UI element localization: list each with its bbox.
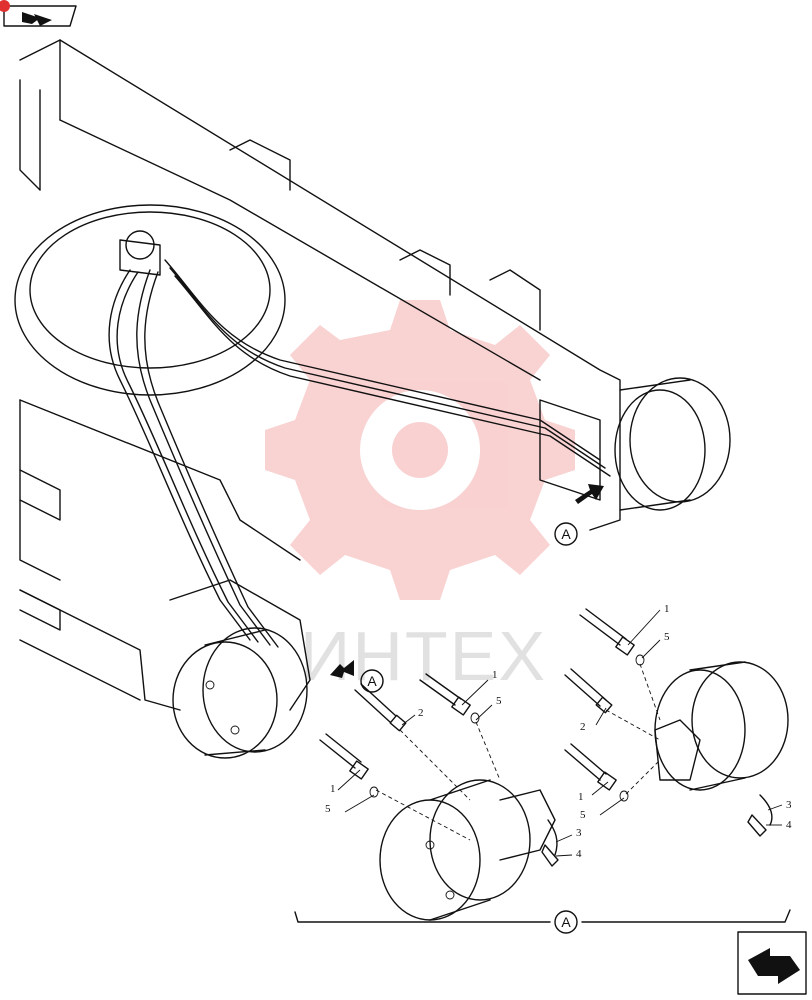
- callout-a-upper: A: [554, 522, 578, 546]
- right-final-drive: [539, 377, 731, 511]
- return-arrow-icon: [748, 948, 800, 984]
- part-number-1: 1: [330, 783, 336, 795]
- view-arrow: [330, 484, 604, 678]
- part-number-5d: 5: [580, 809, 586, 821]
- svg-text:A: A: [561, 526, 571, 542]
- part-number-2: 2: [418, 707, 424, 719]
- part-number-2b: 2: [580, 721, 586, 733]
- detail-final-drive-upper: [654, 661, 789, 791]
- swing-bearing: [14, 204, 286, 396]
- hose-fittings-lower: [319, 673, 559, 867]
- left-final-drive: [172, 627, 308, 759]
- prev-page-button[interactable]: [0, 0, 77, 27]
- part-callouts: 1 5 2 1 5 3 4 1 5 2 1 5 3 4: [325, 603, 792, 860]
- part-number-5c: 5: [664, 631, 670, 643]
- hose-fittings-upper: [564, 608, 773, 837]
- svg-text:A: A: [367, 673, 377, 689]
- frame-outline: [19, 39, 621, 711]
- part-number-1c: 1: [664, 603, 670, 615]
- page-marker-dot: [0, 0, 10, 12]
- part-number-4b: 4: [786, 819, 792, 831]
- arrow-right-icon: [22, 12, 52, 26]
- part-number-5b: 5: [496, 695, 502, 707]
- detail-bracket: A: [294, 909, 791, 934]
- part-number-1d: 1: [578, 791, 584, 803]
- detail-final-drive-lower: [379, 779, 556, 921]
- callout-a-bracket: A: [561, 914, 571, 930]
- part-number-1b: 1: [492, 669, 498, 681]
- callout-a-lower: A: [360, 669, 384, 693]
- part-number-3b: 3: [786, 799, 792, 811]
- watermark-logo: [265, 300, 575, 600]
- part-number-4: 4: [576, 848, 582, 860]
- part-number-3: 3: [576, 827, 582, 839]
- hose-bundle: [108, 259, 611, 648]
- part-number-5: 5: [325, 803, 331, 815]
- return-button[interactable]: [737, 931, 807, 995]
